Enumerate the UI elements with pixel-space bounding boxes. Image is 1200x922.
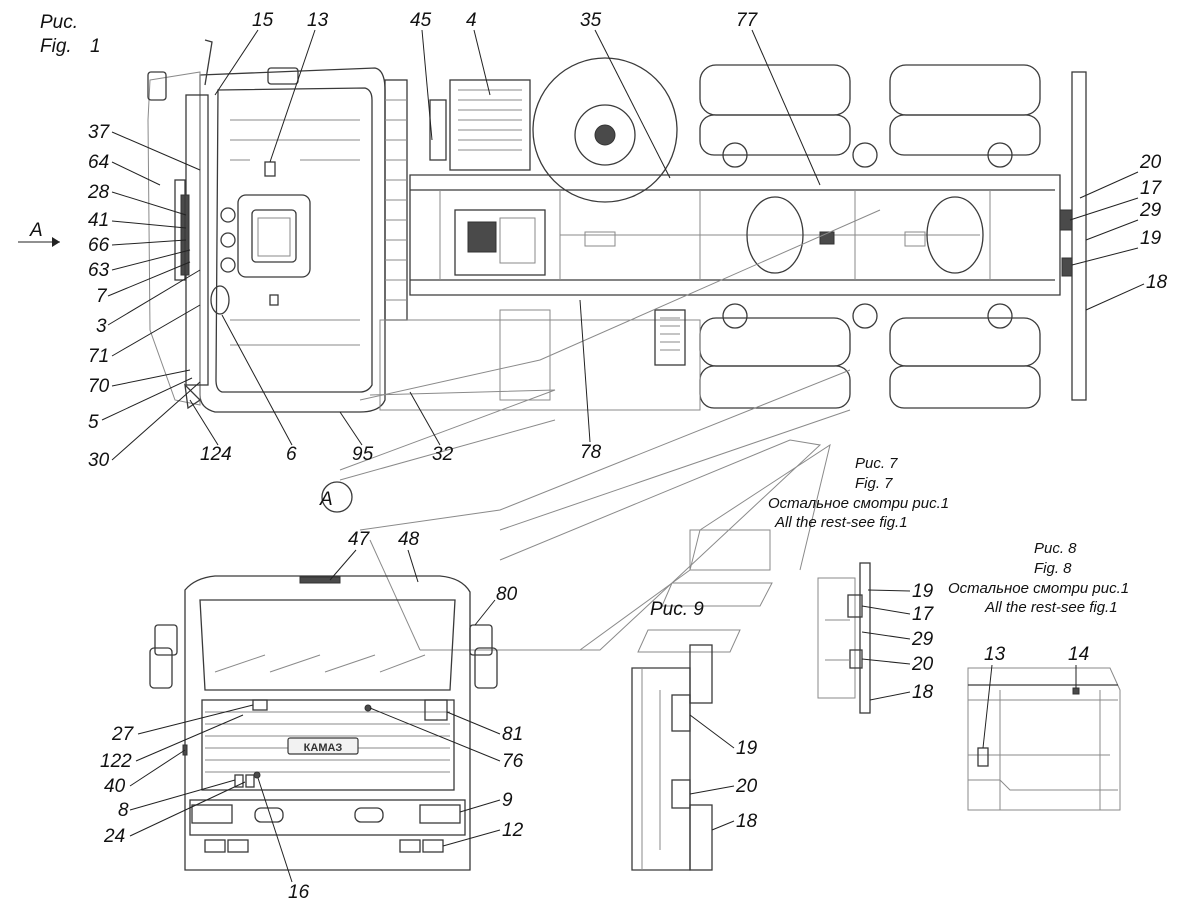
callout-29: 29 — [1139, 200, 1162, 221]
callout-15: 15 — [252, 10, 274, 31]
callout-24: 24 — [103, 826, 125, 847]
callout-32: 32 — [432, 444, 454, 465]
fig9-detail — [631, 644, 713, 871]
fig7-note-en: All the rest-see fig.1 — [774, 514, 908, 531]
fig7-callout-17: 17 — [912, 604, 935, 625]
callout-4: 4 — [466, 10, 477, 31]
fig1-number: 1 — [90, 36, 101, 57]
fig7-detail — [817, 562, 871, 714]
fig8-callout-13: 13 — [984, 644, 1006, 665]
callout-13: 13 — [307, 10, 329, 31]
callout-30: 30 — [88, 450, 110, 471]
callout-80: 80 — [496, 584, 518, 605]
fig7-callout-29: 29 — [911, 629, 934, 650]
fig8-caption-en: Fig. 8 — [1034, 560, 1072, 577]
callout-45: 45 — [410, 10, 432, 31]
callout-71: 71 — [88, 346, 109, 367]
fig7-note-ru: Остальное смотри рис.1 — [768, 495, 949, 512]
callout-20: 20 — [1139, 152, 1162, 173]
callout-78: 78 — [580, 442, 602, 463]
callout-37: 37 — [88, 122, 111, 143]
callout-41: 41 — [88, 210, 109, 231]
callout-9: 9 — [502, 790, 513, 811]
callout-63: 63 — [88, 260, 110, 281]
callout-28: 28 — [87, 182, 110, 203]
callout-16: 16 — [288, 882, 310, 903]
fig1-callouts: 15 13 45 4 35 77 37 64 28 41 66 63 7 3 7… — [87, 10, 1168, 510]
callout-77: 77 — [736, 10, 759, 31]
fig9-callout-19: 19 — [736, 738, 758, 759]
callout-81: 81 — [502, 724, 523, 745]
callout-7: 7 — [96, 286, 108, 307]
callout-47: 47 — [348, 529, 371, 550]
callout-3: 3 — [96, 316, 107, 337]
view-a-label: A — [29, 220, 43, 241]
callout-95: 95 — [352, 444, 374, 465]
callout-5: 5 — [88, 412, 99, 433]
front-view-callouts: 47 48 80 27 122 40 8 24 16 81 76 9 12 — [100, 529, 524, 903]
callout-48: 48 — [398, 529, 420, 550]
front-view-a: КАМАЗ — [149, 575, 498, 871]
fig9-callout-18: 18 — [736, 811, 758, 832]
callout-35: 35 — [580, 10, 602, 31]
callout-122: 122 — [100, 751, 132, 772]
callout-124: 124 — [200, 444, 232, 465]
fig7-callout-18: 18 — [912, 682, 934, 703]
callout-18: 18 — [1146, 272, 1168, 293]
callout-27: 27 — [111, 724, 135, 745]
callout-8: 8 — [118, 800, 129, 821]
grille-brand-text: КАМАЗ — [304, 742, 343, 754]
callout-12: 12 — [502, 820, 524, 841]
fig7-callout-20: 20 — [911, 654, 934, 675]
fig8-callout-14: 14 — [1068, 644, 1089, 665]
fig8-note-en: All the rest-see fig.1 — [984, 599, 1118, 616]
fig9-caption: Рис. 9 — [650, 599, 704, 620]
view-a-arrowhead — [52, 237, 60, 247]
circle-a-label: A — [319, 489, 333, 510]
callout-64: 64 — [88, 152, 109, 173]
fig1-caption-ru: Рис. — [40, 12, 78, 33]
callout-17: 17 — [1140, 178, 1163, 199]
callout-70: 70 — [88, 376, 110, 397]
fig8-detail — [967, 667, 1121, 811]
fig9-callout-20: 20 — [735, 776, 758, 797]
fig8-note-ru: Остальное смотри рис.1 — [948, 580, 1129, 597]
fig1-top-view — [147, 39, 1087, 653]
callout-40: 40 — [104, 776, 126, 797]
callout-76: 76 — [502, 751, 524, 772]
fig1-caption-en: Fig. — [40, 36, 72, 57]
fig7-callout-19: 19 — [912, 581, 934, 602]
callout-6: 6 — [286, 444, 297, 465]
callout-19: 19 — [1140, 228, 1162, 249]
callout-66: 66 — [88, 235, 110, 256]
fig7-caption-ru: Рис. 7 — [855, 455, 898, 472]
fig7-caption-en: Fig. 7 — [855, 475, 893, 492]
fig8-caption-ru: Рис. 8 — [1034, 540, 1077, 557]
